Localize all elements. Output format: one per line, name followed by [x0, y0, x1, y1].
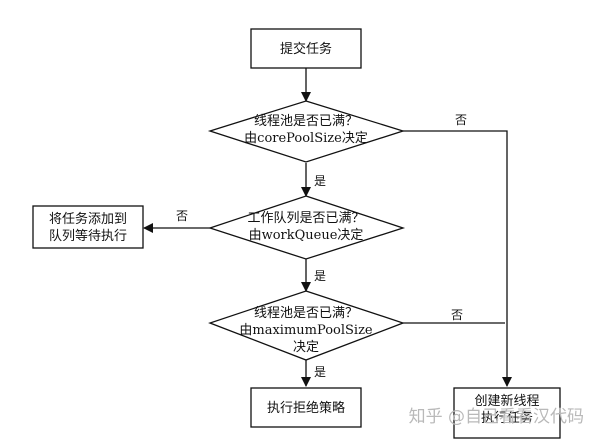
connectors [143, 68, 512, 387]
max-question-line3: 决定 [293, 340, 319, 355]
max-question-line1: 线程池是否已满？ [254, 306, 358, 321]
queue-question-line2: 由workQueue决定 [249, 228, 364, 243]
edge-label-yes-3: 是 [314, 365, 326, 379]
create-thread-line2: 执行任务 [481, 410, 533, 426]
zhihu-watermark: 知乎 @自己看看汉代码 [409, 407, 584, 427]
edge-label-yes-1: 是 [314, 174, 326, 188]
submit-task-label: 提交任务 [280, 41, 332, 57]
max-question-line2: 由maximumPoolSize [239, 323, 373, 338]
enqueue-label-line2: 队列等待执行 [49, 228, 127, 244]
submit-task-box [250, 28, 362, 69]
core-pool-decision [207, 100, 406, 163]
edge-label-no-1: 否 [455, 113, 467, 127]
reject-policy-box [250, 387, 362, 428]
edge-label-no-2: 否 [176, 209, 188, 223]
max-pool-decision [208, 290, 405, 361]
edge-label-no-3: 否 [451, 308, 463, 322]
edge-label-yes-2: 是 [314, 269, 326, 283]
enqueue-box [32, 205, 144, 249]
edge-core-no [403, 130, 512, 387]
reject-policy-label: 执行拒绝策略 [267, 400, 345, 416]
enqueue-label-line1: 将任务添加到 [49, 211, 127, 227]
core-question-line1: 线程池是否已满？ [254, 114, 358, 129]
queue-question-line1: 工作队列是否已满？ [247, 211, 364, 226]
work-queue-decision [207, 195, 406, 260]
create-thread-box [453, 387, 561, 439]
create-thread-line1: 创建新线程 [474, 393, 539, 409]
core-question-line2: 由corePoolSize决定 [244, 131, 368, 146]
